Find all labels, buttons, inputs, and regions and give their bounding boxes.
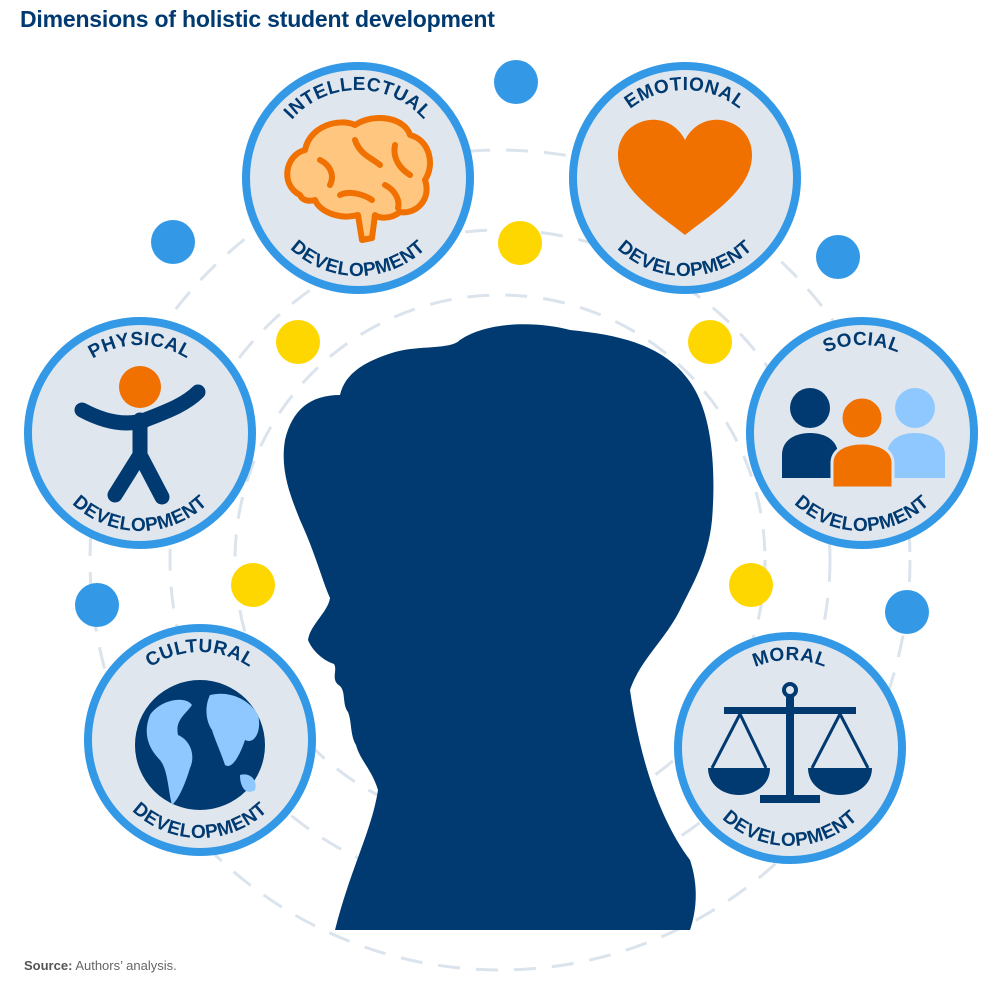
dimension-social: SOCIAL DEVELOPMENT (746, 317, 978, 549)
dimension-emotional: EMOTIONAL DEVELOPMENT (569, 62, 801, 294)
dimension-intellectual: INTELLECTUAL DEVELOPMENT (242, 62, 474, 294)
brain-icon (284, 115, 433, 243)
globe-icon (135, 680, 265, 810)
source-label: Source: (24, 958, 73, 973)
dashed-orbits (88, 148, 912, 972)
dimension-cultural: CULTURAL DEVELOPMENT (84, 624, 316, 856)
scales-icon (708, 682, 872, 803)
student-head-silhouette (283, 324, 714, 930)
people-icon (782, 388, 945, 490)
yellow-dots (231, 221, 773, 607)
source-text: Authors’ analysis. (75, 958, 177, 973)
heart-icon (618, 119, 752, 235)
dimension-physical: PHYSICAL DEVELOPMENT (24, 317, 256, 549)
source-note: Source: Authors’ analysis. (24, 958, 177, 973)
person-icon (74, 366, 206, 505)
page-title: Dimensions of holistic student developme… (20, 6, 495, 32)
blue-dots (75, 60, 929, 634)
dimension-moral: MORAL DEVELOPMENT (674, 632, 906, 864)
